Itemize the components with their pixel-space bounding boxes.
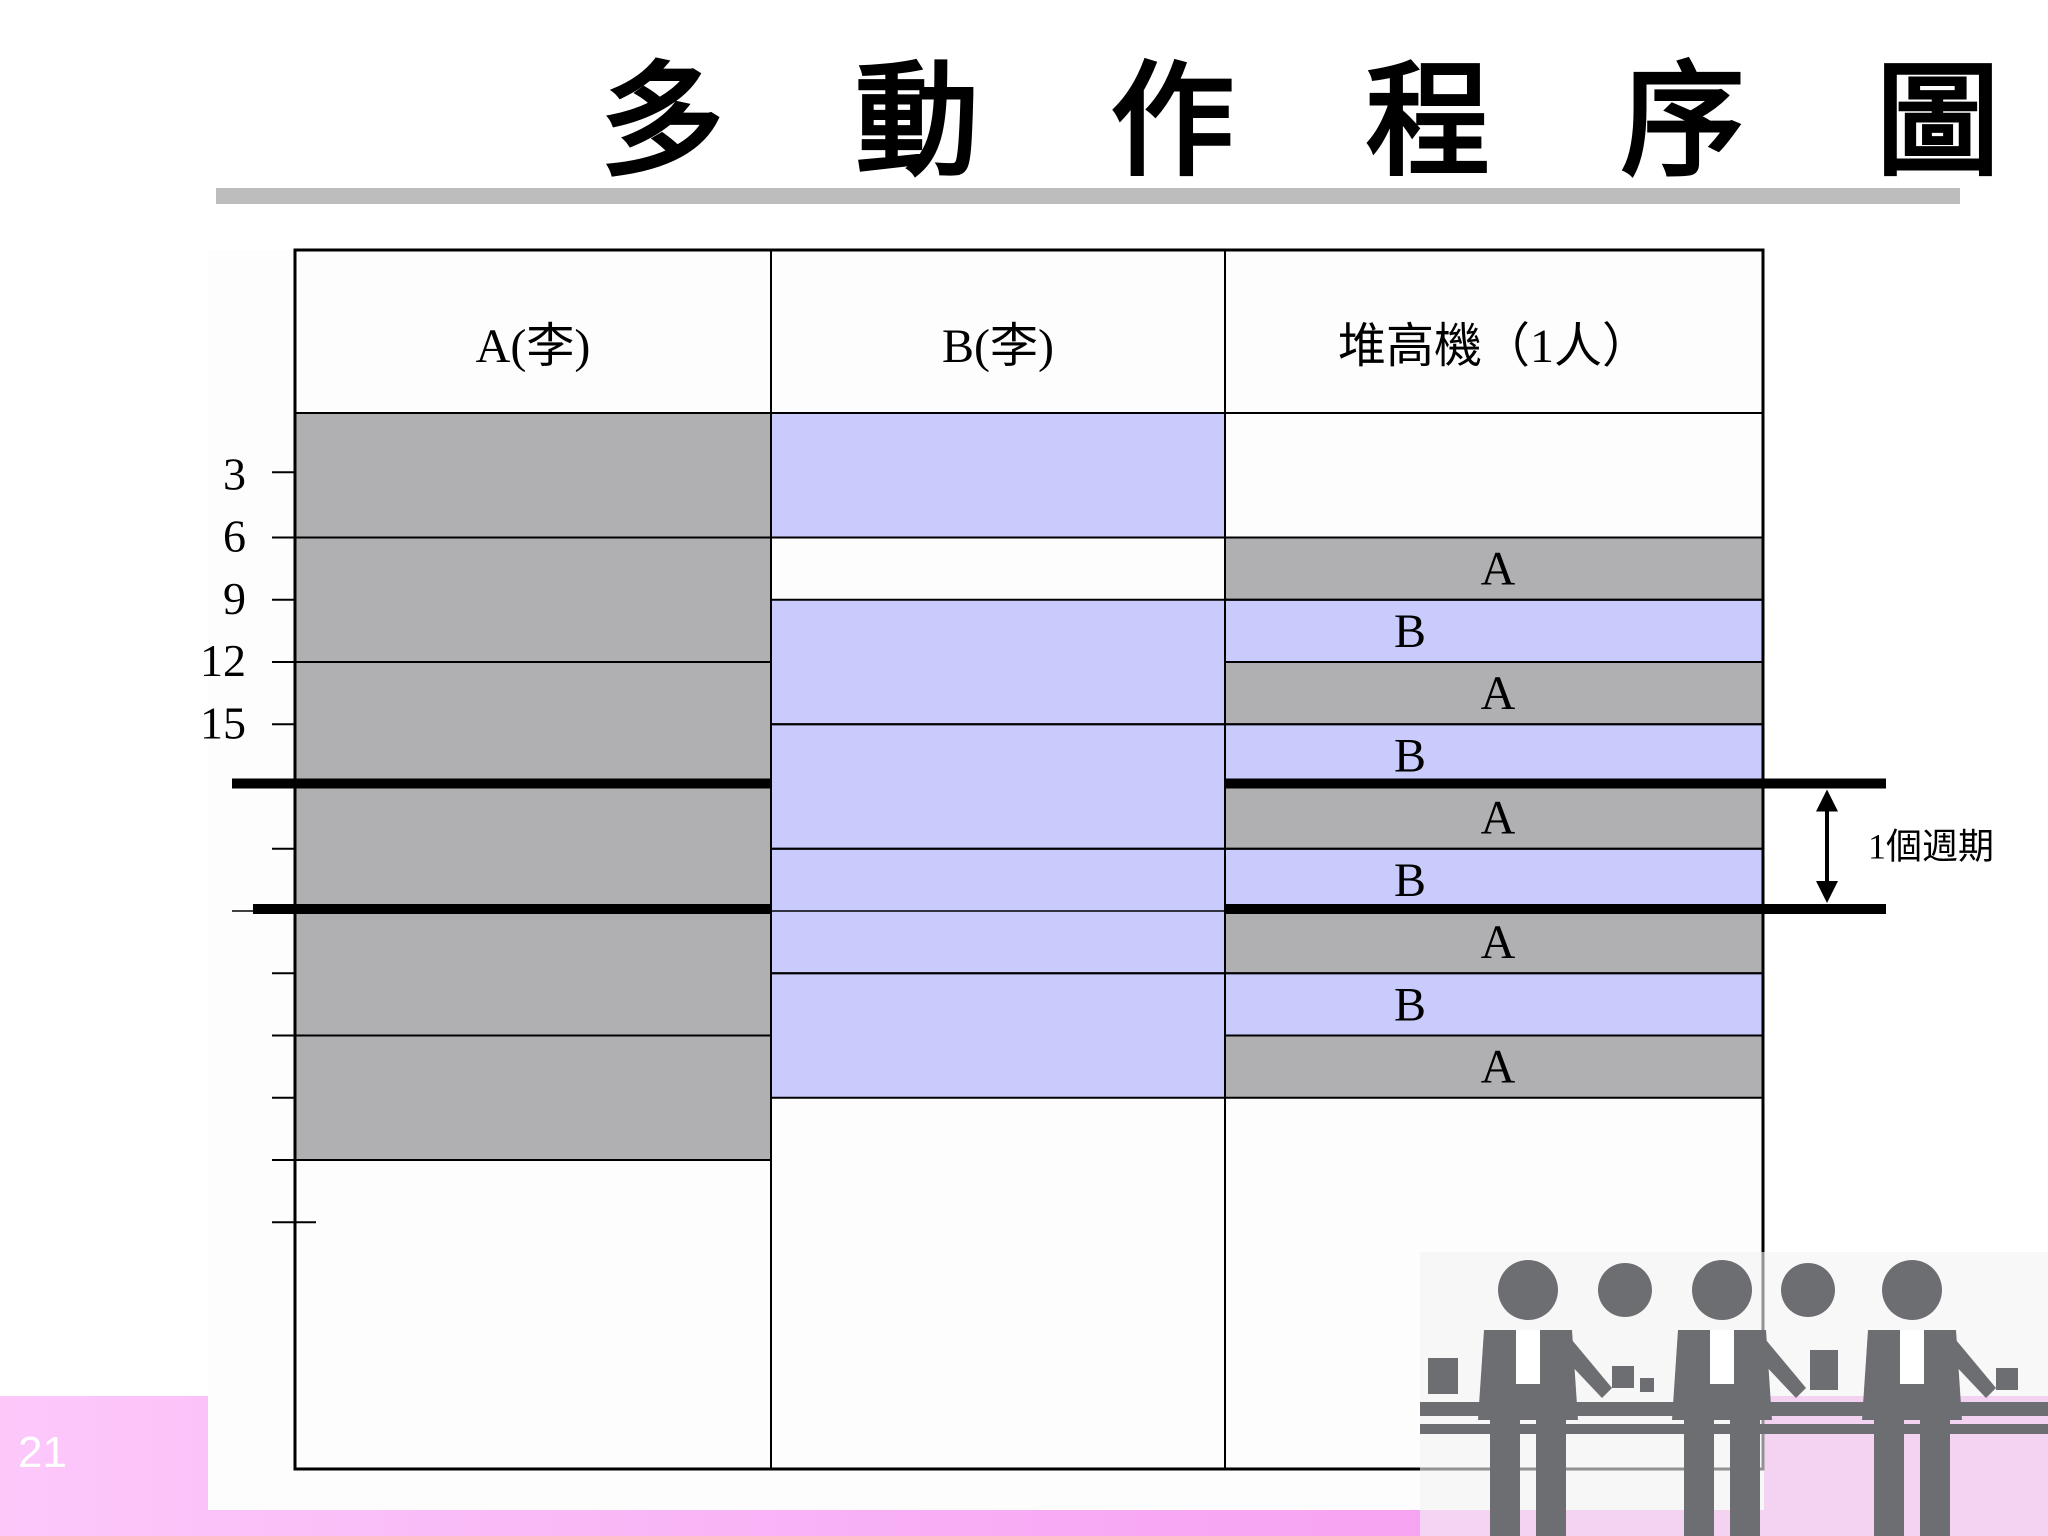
forklift-block-label: B <box>1394 605 1426 658</box>
package-box <box>1640 1378 1654 1392</box>
forklift-block-label: A <box>1481 543 1516 596</box>
conveyor-rail <box>1420 1424 2048 1434</box>
a-activity-block <box>295 911 771 1036</box>
forklift-block-label: A <box>1481 792 1516 845</box>
forklift-activity-block <box>1225 599 1763 662</box>
worker-2-right-leg <box>1730 1420 1760 1536</box>
forklift-activity-block <box>1225 662 1763 725</box>
column-header-b: B(李) <box>942 320 1054 373</box>
activity-fills <box>295 413 1763 1160</box>
a-activity-block <box>295 1035 771 1160</box>
time-tick-label: 12 <box>200 635 246 686</box>
forklift-block-label: B <box>1394 729 1426 782</box>
forklift-block-label: A <box>1481 916 1516 969</box>
worker-2-head <box>1692 1260 1752 1320</box>
column-headers: A(李) B(李) 堆高機（1人） <box>476 320 1650 373</box>
time-tick-label: 9 <box>223 573 246 624</box>
title-underline <box>216 188 1960 204</box>
a-activity-block <box>295 786 771 911</box>
conveyor-belt <box>1420 1402 2048 1416</box>
worker-3-right-leg <box>1920 1420 1950 1536</box>
worker-1-arm <box>1568 1340 1612 1398</box>
forklift-block-label: B <box>1394 854 1426 907</box>
column-header-a: A(李) <box>476 320 591 373</box>
activity-labels: A B A B A B A B A <box>1394 543 1516 1094</box>
workers-illustration <box>1420 1252 2048 1536</box>
package-box <box>1810 1350 1838 1390</box>
worker-2-arm <box>1762 1340 1806 1398</box>
worker-1-left-leg <box>1490 1420 1520 1536</box>
forklift-activity-block <box>1225 1035 1763 1098</box>
worker-1-head <box>1498 1260 1558 1320</box>
forklift-block-label: A <box>1481 1041 1516 1094</box>
column-header-forklift: 堆高機（1人） <box>1338 320 1650 373</box>
time-tick-label: 3 <box>223 448 246 499</box>
b-activity-block <box>771 413 1225 538</box>
forklift-block-label: B <box>1394 978 1426 1031</box>
forklift-activity-block <box>1225 786 1763 849</box>
worker-3-shirt <box>1900 1330 1924 1384</box>
forklift-activity-block <box>1225 973 1763 1036</box>
worker-2-left-leg <box>1684 1420 1714 1536</box>
time-tick-label: 6 <box>223 511 246 562</box>
b-activity-block <box>771 724 1225 849</box>
cycle-arrow-head <box>1816 789 1838 812</box>
cycle-marker: 1個週期 <box>232 778 1994 914</box>
time-tick-label: 15 <box>200 697 246 748</box>
package-box <box>1612 1366 1634 1388</box>
page-number: 21 <box>18 1428 67 1477</box>
time-axis: 3 6 9 12 15 <box>200 448 316 1224</box>
helper-1-head <box>1598 1263 1652 1317</box>
a-activity-block <box>295 413 771 538</box>
worker-3-arm <box>1952 1340 1996 1398</box>
forklift-activity-block <box>1225 724 1763 787</box>
cycle-arrow-head <box>1816 881 1838 903</box>
forklift-activity-block <box>1225 537 1763 600</box>
b-activity-block <box>771 973 1225 1098</box>
helper-2-head <box>1781 1263 1835 1317</box>
b-activity-block <box>771 599 1225 725</box>
table-frame <box>293 248 1765 1471</box>
forklift-activity-block <box>1225 848 1763 911</box>
package-box <box>1428 1358 1458 1394</box>
a-activity-block <box>295 537 771 662</box>
worker-2-shirt <box>1710 1330 1734 1384</box>
worker-1-right-leg <box>1536 1420 1566 1536</box>
forklift-block-label: A <box>1481 667 1516 720</box>
worker-1-shirt <box>1516 1330 1540 1384</box>
worker-3-head <box>1882 1260 1942 1320</box>
forklift-activity-block <box>1225 911 1763 974</box>
a-activity-block <box>295 662 771 787</box>
package-box <box>1996 1368 2018 1390</box>
cycle-label: 1個週期 <box>1868 826 1994 866</box>
worker-3-left-leg <box>1874 1420 1904 1536</box>
